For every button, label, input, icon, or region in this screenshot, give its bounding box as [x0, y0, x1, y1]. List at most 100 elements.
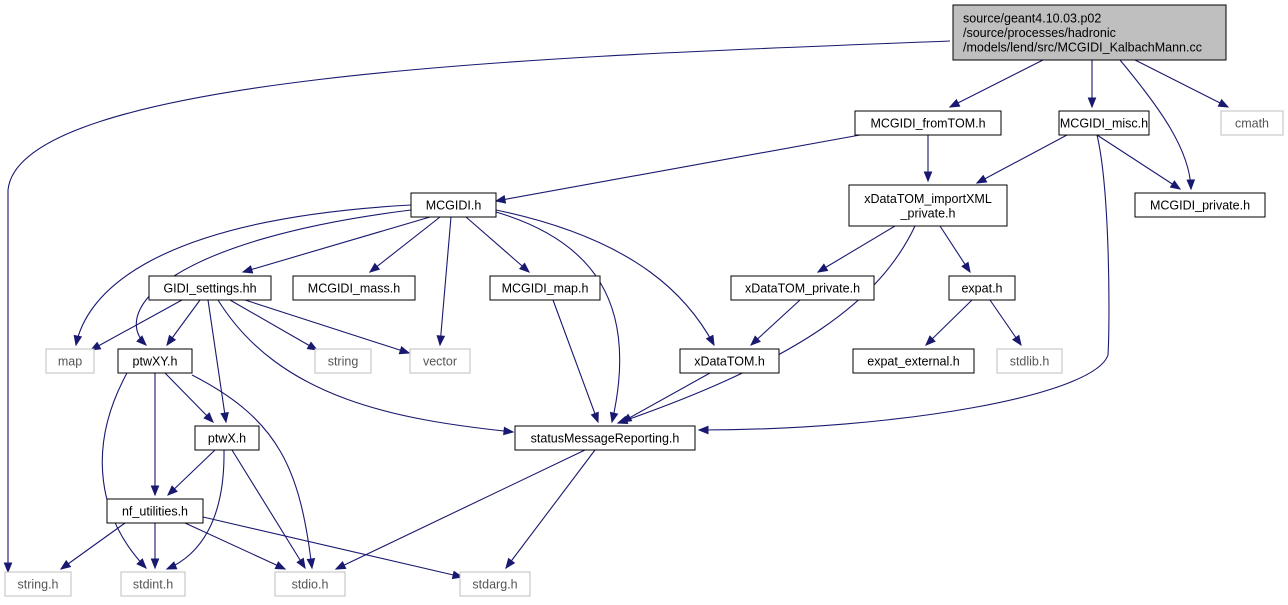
node-gidi-settings-hh[interactable]: GIDI_settings.hh — [148, 275, 272, 301]
node-box — [848, 184, 1008, 227]
node-box — [996, 348, 1063, 374]
node-label: _private.h — [900, 206, 956, 220]
edge-nfUtil-to-stdio — [184, 522, 286, 570]
edge-ptwXY-to-stdint — [101, 372, 147, 569]
node-mcgidi-map-h[interactable]: MCGIDI_map.h — [489, 275, 601, 301]
edges-layer — [3, 40, 1230, 580]
node-expat-external-h[interactable]: expat_external.h — [852, 348, 975, 374]
node-label: statusMessageReporting.h — [531, 432, 680, 446]
edge-gidiSettings-to-statusMsg — [217, 299, 514, 433]
edge-misc-to-statusMsg — [698, 134, 1110, 431]
edge-misc-to-importXML — [976, 134, 1068, 184]
node-box — [730, 275, 875, 301]
node-label: expat_external.h — [867, 355, 959, 369]
node-label: MCGIDI_private.h — [1150, 199, 1250, 213]
node-label: xDataTOM.h — [694, 355, 765, 369]
node-ptwx-h[interactable]: ptwX.h — [194, 425, 260, 451]
edge-mcgidi-to-xDataTOM — [495, 209, 715, 346]
node-box — [1058, 110, 1150, 136]
node-statusmessagereporting-h[interactable]: statusMessageReporting.h — [514, 425, 696, 451]
edge-mcgidi-to-vector — [439, 216, 452, 346]
edge-importXML-to-xdPrivate — [817, 225, 896, 273]
arrowhead-nfUtil-to-stdint — [150, 558, 160, 570]
arrowhead-xdPrivate-to-xDataTOM — [750, 335, 761, 346]
node-box — [1220, 110, 1284, 136]
node-mcgidi-private-h[interactable]: MCGIDI_private.h — [1134, 192, 1266, 218]
edge-mapH-to-statusMsg — [552, 299, 599, 423]
arrowhead-gidiSettings-to-map — [89, 341, 102, 351]
arrowhead-mcgidi-to-mapH — [518, 262, 531, 273]
arrowhead-mcgidi-to-vector — [436, 335, 446, 347]
arrowhead-importXML-to-expat — [961, 261, 971, 274]
node-label: MCGIDI_mass.h — [308, 282, 400, 296]
arrowhead-ptwX-to-stdio — [296, 557, 306, 570]
node-label: nf_utilities.h — [122, 505, 188, 519]
node-ptwxy-h[interactable]: ptwXY.h — [117, 348, 193, 374]
arrowhead-mcgidi-to-gidiSettings — [241, 265, 254, 274]
node-box — [45, 348, 95, 374]
node-xdatatom-importxml-private-h[interactable]: xDataTOM_importXML_private.h — [848, 184, 1008, 227]
edge-gidiSettings-to-map — [90, 299, 183, 351]
node-label: ptwXY.h — [133, 355, 178, 369]
edge-fromTOM-to-mcgidi — [495, 134, 861, 202]
edge-misc-to-private — [1096, 134, 1181, 190]
node-label: MCGIDI_map.h — [502, 282, 589, 296]
node-stdint-h: stdint.h — [120, 571, 186, 597]
edge-root-to-cmath — [1134, 59, 1229, 108]
node-nf-utilities-h[interactable]: nf_utilities.h — [106, 498, 204, 524]
node-label: source/geant4.10.03.p02 — [963, 12, 1101, 26]
node-stdio-h: stdio.h — [274, 571, 346, 597]
edge-ptwX-to-stdint — [166, 449, 225, 570]
arrowhead-expat-to-stdlib — [1012, 334, 1022, 347]
edge-mcgidi-to-map — [75, 204, 412, 346]
edge-ptwXY-to-ptwX — [164, 372, 214, 423]
node-label: cmath — [1235, 117, 1269, 131]
nodes-layer: source/geant4.10.03.p02/source/processes… — [4, 4, 1284, 597]
node-stdarg-h: stdarg.h — [459, 571, 531, 597]
edge-xDataTOM-to-statusMsg — [621, 372, 711, 423]
node-box — [410, 192, 497, 218]
node-box — [854, 110, 1002, 136]
node-box — [514, 425, 696, 451]
arrowhead-expat-to-expatExternal — [925, 335, 936, 346]
node-box — [194, 425, 260, 451]
arrowhead-root-to-private — [1186, 179, 1196, 191]
node-source-geant4-10-03-p02-source-processes-hadronic-models-lend-src-mcgidi-kalbachmann-cc[interactable]: source/geant4.10.03.p02/source/processes… — [952, 4, 1227, 61]
edge-statusMsg-to-stdio — [335, 449, 586, 570]
edge-root-to-fromTOM — [949, 59, 1044, 108]
node-xdatatom-private-h[interactable]: xDataTOM_private.h — [730, 275, 875, 301]
arrowhead-misc-to-statusMsg — [697, 425, 709, 435]
edge-root-to-stringH — [7, 40, 951, 572]
node-mcgidi-h[interactable]: MCGIDI.h — [410, 192, 497, 218]
arrowhead-nfUtil-to-stringH — [59, 559, 72, 570]
arrowhead-mcgidi-to-mass — [368, 262, 381, 273]
arrowhead-gidiSettings-to-statusMsg — [503, 426, 515, 436]
node-stdlib-h: stdlib.h — [996, 348, 1063, 374]
arrowhead-misc-to-importXML — [975, 174, 988, 184]
node-xdatatom-h[interactable]: xDataTOM.h — [679, 348, 780, 374]
arrowhead-root-to-stringH — [3, 562, 13, 574]
node-box — [117, 348, 193, 374]
node-box — [679, 348, 780, 374]
node-label: stdio.h — [292, 578, 329, 592]
node-mcgidi-fromtom-h[interactable]: MCGIDI_fromTOM.h — [854, 110, 1002, 136]
node-box — [948, 275, 1016, 301]
node-box — [4, 571, 72, 597]
arrowhead-importXML-to-xdPrivate — [816, 263, 829, 273]
arrowhead-statusMsg-to-stdarg — [505, 557, 516, 570]
node-mcgidi-mass-h[interactable]: MCGIDI_mass.h — [292, 275, 416, 301]
edge-mcgidi-to-gidiSettings — [242, 216, 431, 273]
arrowhead-ptwX-to-stdint — [165, 561, 178, 570]
edge-gidiSettings-to-string — [229, 299, 318, 351]
arrowhead-xDataTOM-to-statusMsg — [620, 413, 633, 423]
node-label: map — [58, 355, 82, 369]
node-label: stdlib.h — [1010, 355, 1050, 369]
node-mcgidi-misc-h[interactable]: MCGIDI_misc.h — [1058, 110, 1150, 136]
node-box — [852, 348, 975, 374]
node-expat-h[interactable]: expat.h — [948, 275, 1016, 301]
node-box — [409, 348, 471, 374]
arrowhead-root-to-misc — [1087, 97, 1097, 109]
node-box — [148, 275, 272, 301]
node-box — [1134, 192, 1266, 218]
